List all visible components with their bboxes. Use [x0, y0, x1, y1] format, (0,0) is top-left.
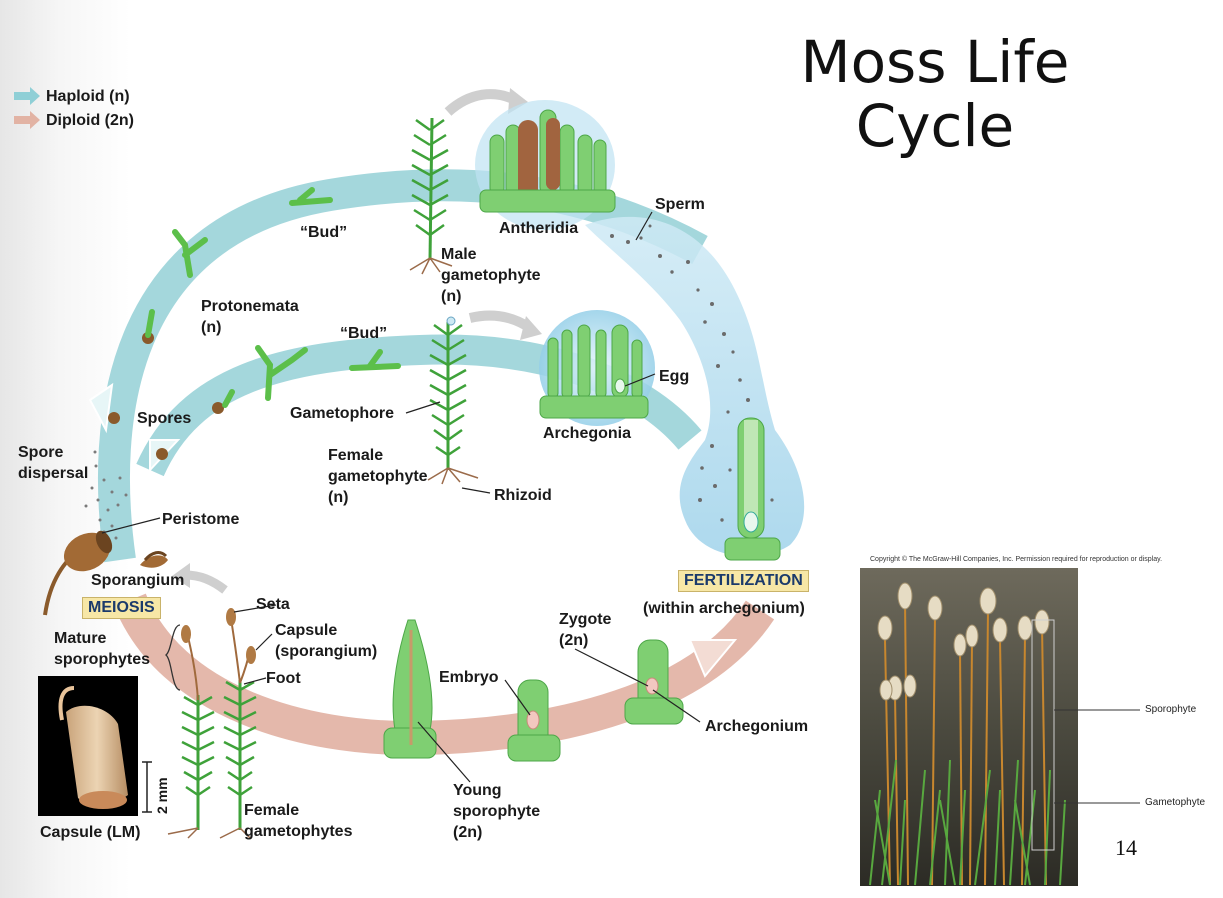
sporangium-label: Sporangium: [91, 572, 185, 589]
bud-label-mid: “Bud”: [340, 325, 388, 342]
mature-sporophytes-label: Mature sporophytes: [54, 628, 150, 670]
protonemata-label: Protonemata (n): [201, 296, 299, 338]
fertilization-box: FERTILIZATION: [678, 570, 809, 592]
capsule-lm-label: Capsule (LM): [40, 824, 141, 841]
within-archegonium-label: (within archegonium): [643, 600, 805, 617]
meiosis-box: MEIOSIS: [82, 597, 161, 619]
young-sporophyte-line-3: (2n): [453, 824, 483, 841]
photo-gametophyte-label: Gametophyte: [1145, 797, 1206, 808]
peristome-capsule: [43, 530, 168, 616]
sperm-label: Sperm: [655, 196, 705, 213]
female-gametophytes-label: Female gametophytes: [244, 800, 352, 842]
antheridia-cluster: [475, 100, 616, 230]
female-gametophyte-plant: [429, 322, 467, 470]
haploid-legend-arrow: [14, 87, 40, 105]
diploid-structures: [383, 619, 684, 762]
capsule-label: Capsule (sporangium): [275, 620, 377, 662]
protonemata-line-1: Protonemata: [201, 298, 299, 315]
haploid-legend-label: Haploid (n): [46, 88, 130, 105]
spore-dispersal-line-2: dispersal: [18, 465, 89, 482]
protonema-filaments: [145, 187, 401, 408]
mature-sporophytes-line-2: sporophytes: [54, 651, 151, 668]
photo-copyright: Copyright © The McGraw-Hill Companies, I…: [870, 556, 1163, 563]
male-gametophyte-line-2: gametophyte: [441, 267, 541, 284]
young-sporophyte-label: Young sporophyte (2n): [453, 780, 540, 843]
female-gametophytes-line-2: gametophytes: [244, 823, 353, 840]
rhizoid-label: Rhizoid: [494, 487, 552, 504]
antheridia-label: Antheridia: [499, 220, 579, 237]
zygote-label: Zygote (2n): [559, 609, 611, 651]
female-gametophytes-plants: [181, 680, 257, 830]
seta-label: Seta: [256, 596, 290, 613]
male-gametophyte-line-1: Male: [441, 246, 477, 263]
foot-label: Foot: [266, 670, 301, 687]
page-number: 14: [1115, 835, 1137, 860]
sperm-dots: [610, 224, 774, 522]
female-gametophyte-line-1: Female: [328, 447, 384, 464]
bud-label-top: “Bud”: [300, 224, 348, 241]
diploid-legend-arrow: [14, 111, 40, 129]
title-line-2: Cycle: [855, 92, 1015, 160]
archegonium-label: Archegonium: [705, 718, 809, 735]
fertilization-archegonium: [724, 417, 781, 561]
female-gametophytes-line-1: Female: [244, 802, 300, 819]
peristome-label: Peristome: [162, 511, 240, 528]
female-gametophyte-label: Female gametophyte (n): [328, 445, 428, 508]
scale-bar-label: 2 mm: [154, 777, 170, 814]
male-gametophyte-line-3: (n): [441, 288, 462, 305]
leader-lines: [101, 211, 701, 783]
archegonia-cluster: [539, 310, 655, 426]
spore-dispersal-label: Spore dispersal: [18, 442, 88, 484]
young-sporophyte-line-1: Young: [453, 782, 502, 799]
male-gametophyte-plant: [411, 117, 449, 261]
egg-label: Egg: [659, 368, 690, 385]
title-line-1: Moss Life: [800, 28, 1070, 96]
archegonia-label: Archegonia: [543, 425, 632, 442]
spores-label: Spores: [137, 410, 192, 427]
male-gametophyte-label: Male gametophyte (n): [441, 244, 541, 307]
zygote-line-1: Zygote: [559, 611, 612, 628]
female-gametophyte-line-2: gametophyte: [328, 468, 428, 485]
capsule-line-2: (sporangium): [275, 643, 378, 660]
young-sporophyte-line-2: sporophyte: [453, 803, 541, 820]
female-gametophyte-line-3: (n): [328, 489, 349, 506]
capsule-line-1: Capsule: [275, 622, 338, 639]
protonemata-line-2: (n): [201, 319, 222, 336]
embryo-label: Embryo: [439, 669, 499, 686]
photo-sporophyte-label: Sporophyte: [1145, 704, 1197, 715]
slide-title: Moss Life Cycle: [770, 30, 1100, 158]
spore-dispersal-line-1: Spore: [18, 444, 64, 461]
diploid-legend-label: Diploid (2n): [46, 112, 134, 129]
gametophore-label: Gametophore: [290, 405, 395, 422]
zygote-line-2: (2n): [559, 632, 589, 649]
mature-sporophytes-line-1: Mature: [54, 630, 107, 647]
